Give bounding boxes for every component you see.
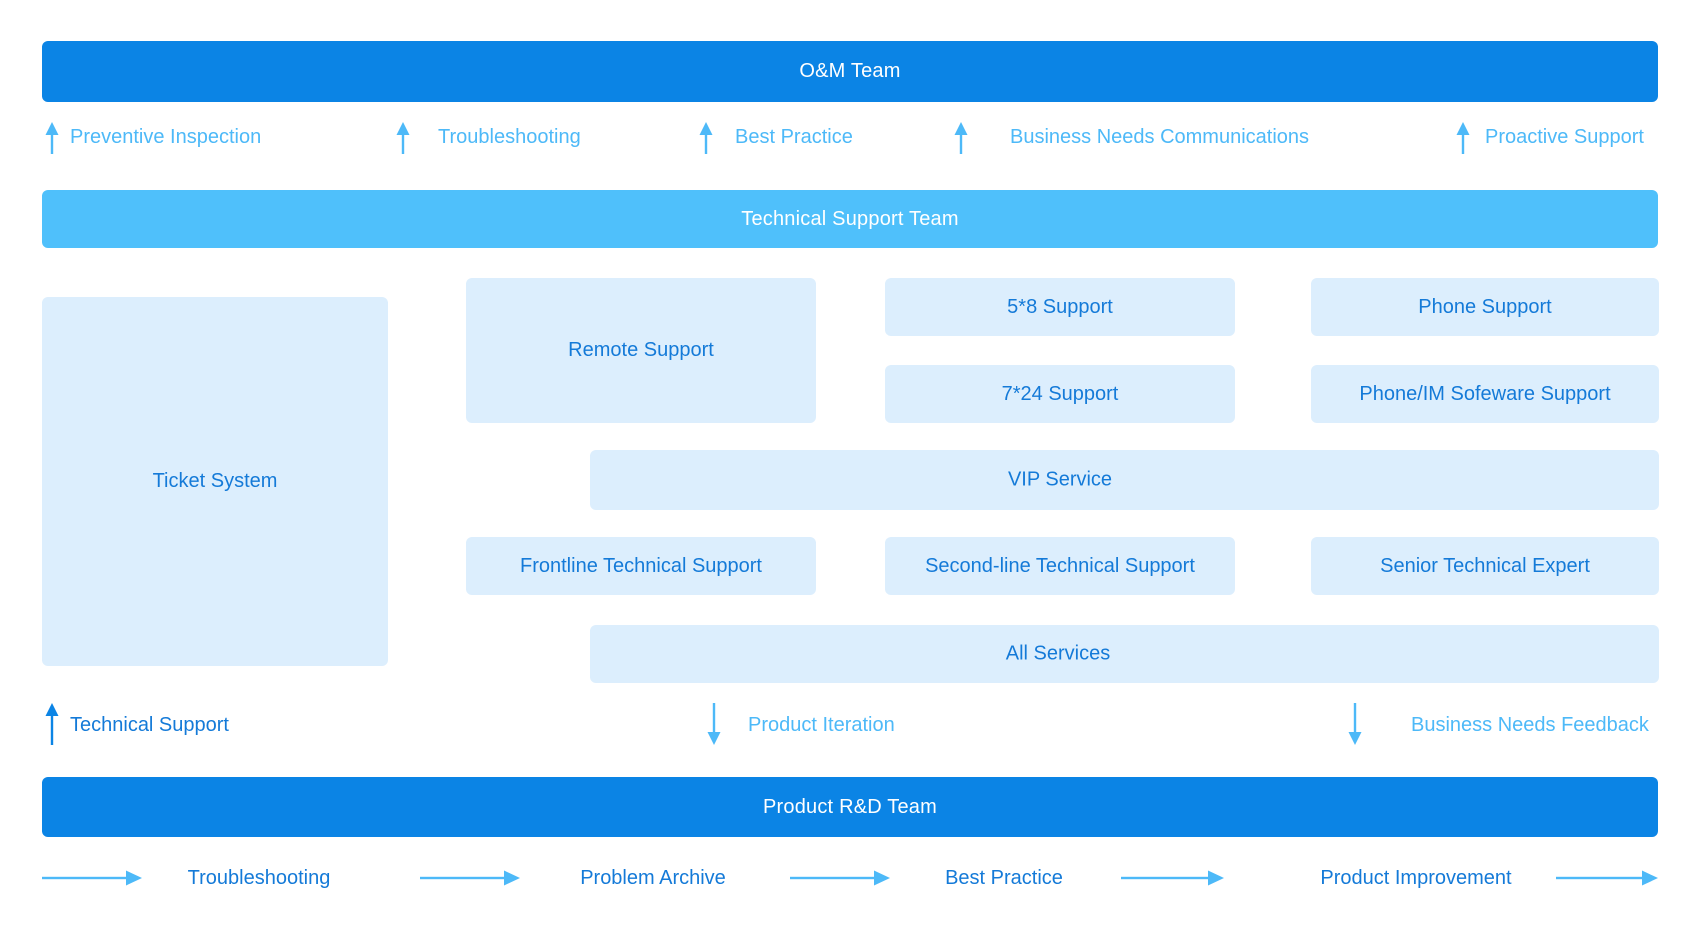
flow-label-best-practice-top: Best Practice (735, 126, 853, 148)
flow-label-business-needs-feedback: Business Needs Feedback (1411, 714, 1649, 736)
right-arrow-icon (420, 870, 520, 886)
right-arrow-icon (1556, 870, 1658, 886)
flow-label-technical-support: Technical Support (70, 714, 229, 736)
technical-support-team-bar: Technical Support Team (42, 190, 1658, 248)
box-frontline-technical-support: Frontline Technical Support (466, 537, 816, 595)
box-all-services: All Services (590, 625, 1659, 683)
flow-label-best-practice-bottom: Best Practice (945, 867, 1063, 889)
up-arrow-icon (45, 703, 59, 745)
technical-support-team-label: Technical Support Team (741, 207, 959, 230)
box-vip-service: VIP Service (590, 450, 1659, 510)
product-rd-team-label: Product R&D Team (762, 795, 937, 818)
box-second-line-technical-support: Second-line Technical Support (885, 537, 1235, 595)
box-7x24-support: 7*24 Support (885, 365, 1235, 423)
box-senior-technical-expert: Senior Technical Expert (1311, 537, 1659, 595)
down-arrow-icon (707, 703, 721, 745)
box-label: Senior Technical Expert (1380, 554, 1590, 577)
product-rd-team-bar: Product R&D Team (42, 777, 1658, 837)
right-arrow-icon (790, 870, 890, 886)
box-phone-im-software-support: Phone/IM Sofeware Support (1311, 365, 1659, 423)
box-phone-support: Phone Support (1311, 278, 1659, 336)
box-label: VIP Service (1007, 468, 1113, 491)
box-label: 7*24 Support (1001, 382, 1119, 405)
box-label: Phone Support (1418, 295, 1552, 318)
flow-label-troubleshooting-top: Troubleshooting (438, 126, 581, 148)
box-label: Second-line Technical Support (925, 554, 1195, 577)
box-label: 5*8 Support (1007, 295, 1113, 318)
box-ticket-system: Ticket System (42, 297, 388, 666)
om-team-bar: O&M Team (42, 41, 1658, 102)
up-arrow-icon (954, 122, 968, 154)
right-arrow-icon (1121, 870, 1224, 886)
up-arrow-icon (1456, 122, 1470, 154)
flow-label-preventive-inspection: Preventive Inspection (70, 126, 262, 148)
box-label: Remote Support (568, 339, 714, 361)
up-arrow-icon (396, 122, 410, 154)
flow-label-troubleshooting-bottom: Troubleshooting (187, 867, 331, 889)
box-remote-support: Remote Support (466, 278, 816, 423)
flow-label-product-iteration: Product Iteration (748, 714, 895, 736)
box-label: Ticket System (152, 470, 278, 492)
box-5x8-support: 5*8 Support (885, 278, 1235, 336)
flow-label-business-needs-communications: Business Needs Communications (1010, 126, 1310, 148)
box-label: Frontline Technical Support (520, 554, 762, 577)
up-arrow-icon (45, 122, 59, 154)
down-arrow-icon (1348, 703, 1362, 745)
box-label: Phone/IM Sofeware Support (1359, 382, 1611, 405)
up-arrow-icon (699, 122, 713, 154)
flow-label-proactive-support: Proactive Support (1485, 126, 1644, 148)
flow-label-problem-archive: Problem Archive (580, 867, 726, 889)
om-team-label: O&M Team (799, 60, 901, 82)
flow-label-product-improvement: Product Improvement (1320, 867, 1512, 889)
box-label: All Services (1005, 642, 1111, 665)
right-arrow-icon (42, 870, 142, 886)
